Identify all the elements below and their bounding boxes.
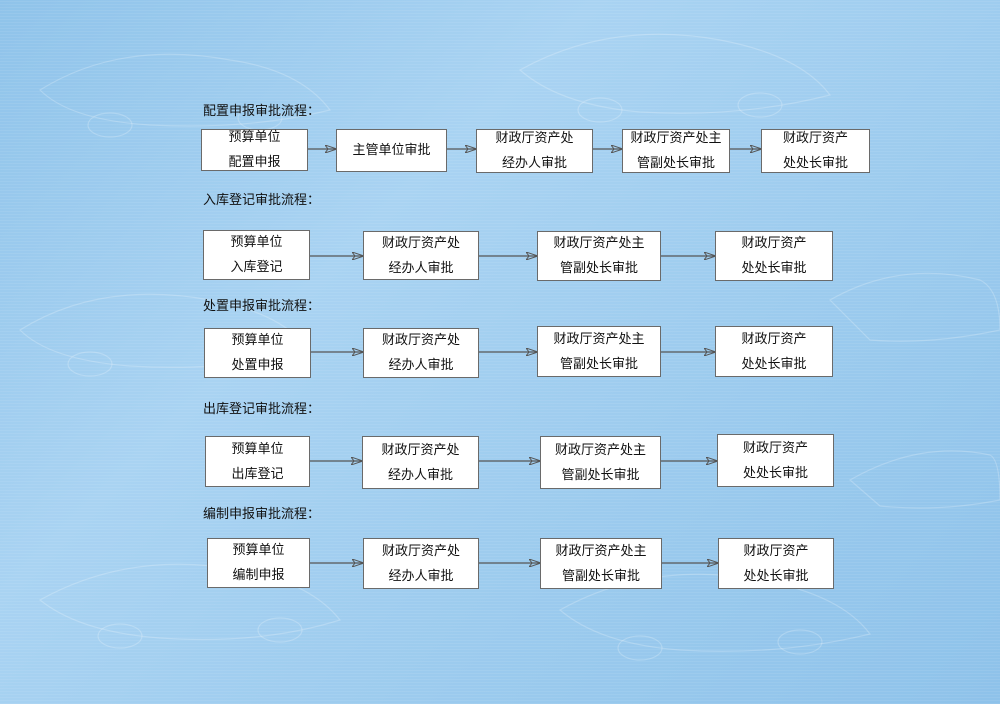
flow-step-box: 预算单位 处置申报 — [204, 328, 311, 378]
step-line: 出库登记 — [231, 466, 284, 482]
flow-step-box: 财政厅资产处主 管副处长审批 — [622, 129, 730, 173]
flow-step-box: 财政厅资产 处处长审批 — [715, 231, 833, 281]
step-line: 经办人审批 — [388, 260, 454, 276]
flow-title: 配置申报审批流程： — [203, 104, 321, 119]
flow-step-box: 财政厅资产 处处长审批 — [717, 434, 834, 487]
flow-step-box: 预算单位 出库登记 — [205, 436, 310, 487]
flow-step-box: 预算单位 配置申报 — [201, 129, 308, 171]
step-line: 管副处长审批 — [561, 467, 640, 483]
flow-step-box: 财政厅资产处主 管副处长审批 — [537, 231, 661, 281]
step-line: 财政厅资产 — [782, 131, 848, 146]
flow-step-box: 财政厅资产 处处长审批 — [715, 326, 833, 377]
step-line: 经办人审批 — [501, 156, 567, 171]
flow-title: 入库登记审批流程： — [203, 193, 321, 208]
flow-title: 编制申报审批流程： — [203, 507, 321, 522]
flow-step-box: 主管单位审批 — [336, 129, 447, 172]
step-line: 财政厅资产 — [741, 331, 807, 347]
step-line: 财政厅资产 — [743, 543, 809, 559]
step-line: 经办人审批 — [388, 358, 454, 373]
step-line: 财政厅资产处主 — [553, 331, 645, 347]
flow-step-box: 财政厅资产处主 管副处长审批 — [537, 326, 661, 377]
step-line: 财政厅资产 — [741, 236, 807, 251]
step-line: 经办人审批 — [387, 467, 453, 483]
step-line: 财政厅资产 — [742, 440, 808, 456]
flow-step-box: 财政厅资产处 经办人审批 — [362, 436, 479, 489]
step-line: 预算单位 — [228, 130, 281, 145]
flow-step-box: 财政厅资产 处处长审批 — [718, 538, 834, 589]
step-line: 经办人审批 — [388, 568, 454, 584]
step-line: 财政厅资产处主 — [555, 543, 647, 559]
step-line: 财政厅资产处 — [381, 543, 460, 559]
flow-step-box: 财政厅资产处主 管副处长审批 — [540, 538, 662, 589]
step-line: 预算单位 — [231, 333, 284, 348]
step-line: 预算单位 — [231, 441, 284, 457]
step-line: 主管单位审批 — [352, 143, 431, 158]
flow-step-box: 财政厅资产处 经办人审批 — [363, 328, 479, 378]
flow-step-box: 财政厅资产处 经办人审批 — [363, 231, 479, 280]
step-line: 预算单位 — [232, 543, 285, 558]
step-line: 处处长审批 — [782, 156, 848, 171]
step-line: 管副处长审批 — [559, 356, 638, 372]
step-line: 财政厅资产处 — [381, 333, 460, 348]
flow-step-box: 财政厅资产处主 管副处长审批 — [540, 436, 661, 489]
step-line: 管副处长审批 — [636, 156, 715, 171]
step-line: 处处长审批 — [741, 356, 807, 372]
flow-step-box: 预算单位 入库登记 — [203, 230, 310, 280]
step-line: 管副处长审批 — [559, 261, 638, 276]
step-line: 管副处长审批 — [561, 568, 640, 584]
flow-step-box: 财政厅资产处 经办人审批 — [476, 129, 593, 173]
flow-title: 处置申报审批流程： — [203, 299, 321, 314]
step-line: 处置申报 — [231, 358, 284, 373]
step-line: 财政厅资产处 — [495, 131, 574, 146]
step-line: 财政厅资产处主 — [553, 236, 645, 251]
step-line: 处处长审批 — [741, 261, 807, 276]
flow-step-box: 财政厅资产处 经办人审批 — [363, 538, 479, 589]
step-line: 财政厅资产处 — [381, 235, 460, 251]
step-line: 处处长审批 — [742, 465, 808, 481]
step-line: 编制申报 — [232, 568, 285, 583]
step-line: 财政厅资产处主 — [554, 442, 646, 458]
step-line: 财政厅资产处 — [381, 442, 460, 458]
flow-step-box: 财政厅资产 处处长审批 — [761, 129, 870, 173]
flow-title: 出库登记审批流程： — [203, 402, 321, 417]
step-line: 入库登记 — [230, 260, 283, 275]
step-line: 财政厅资产处主 — [630, 131, 722, 146]
flow-step-box: 预算单位 编制申报 — [207, 538, 310, 588]
step-line: 配置申报 — [228, 155, 281, 170]
step-line: 预算单位 — [230, 235, 283, 250]
step-line: 处处长审批 — [743, 568, 809, 584]
